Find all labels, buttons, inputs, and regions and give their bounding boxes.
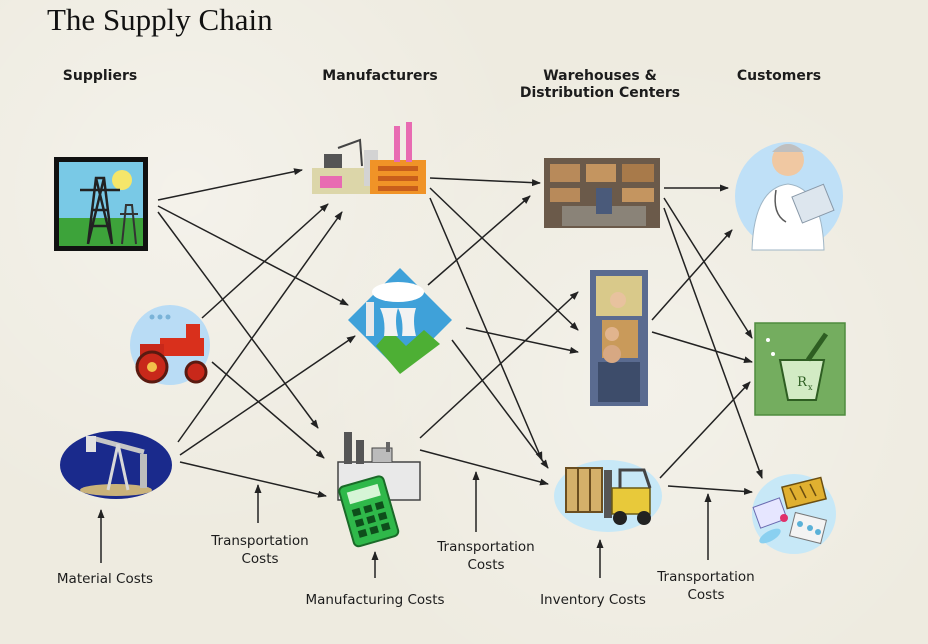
flow-arrow [157, 211, 319, 429]
medicine-icon [752, 474, 836, 554]
power-tower-icon [54, 157, 148, 251]
material-costs-label: Material Costs [56, 571, 154, 587]
warehouse-icon [544, 158, 660, 228]
flow-arrow [179, 461, 327, 498]
customers-header: Customers [736, 68, 822, 84]
transportation-costs-label-2-line1: Transportation [437, 539, 535, 555]
oil-pump-icon [60, 431, 172, 499]
flow-arrow [419, 449, 549, 486]
transportation-costs-label-1: Transportation Costs [200, 532, 320, 568]
transportation-costs-label-1-line1: Transportation [211, 533, 309, 549]
flow-arrow [419, 291, 579, 439]
manufacturing-costs-label: Manufacturing Costs [305, 592, 445, 608]
transportation-costs-label-3-line2: Costs [687, 587, 725, 603]
flow-arrow [667, 485, 753, 495]
page-title: The Supply Chain [47, 2, 273, 37]
flow-arrow [157, 168, 303, 201]
flow-arrow [465, 327, 579, 354]
flow-arrow [429, 177, 541, 187]
svg-text:R: R [797, 375, 808, 390]
doctor-icon [735, 142, 843, 251]
flow-arrow [651, 331, 753, 364]
transportation-costs-label-3: Transportation Costs [646, 568, 766, 604]
svg-text:x: x [808, 383, 813, 392]
warehouses-header-line2: Distribution Centers [519, 85, 681, 101]
flow-arrow [663, 207, 763, 479]
flow-arrow [451, 339, 549, 469]
workers-icon [590, 270, 648, 406]
manufacturers-header: Manufacturers [322, 68, 438, 84]
forklift-icon [554, 460, 662, 532]
flow-arrow [429, 187, 579, 331]
flow-arrow [663, 197, 753, 339]
suppliers-header: Suppliers [62, 68, 138, 84]
flow-arrow [429, 197, 543, 461]
factory-icon [312, 122, 426, 194]
factory-calculator-icon [337, 432, 421, 548]
flow-arrow [659, 381, 751, 479]
transportation-costs-label-3-line1: Transportation [657, 569, 755, 585]
inventory-costs-label: Inventory Costs [540, 592, 646, 608]
flow-arrow [177, 211, 343, 443]
flow-arrow [157, 205, 349, 306]
flow-arrow [651, 229, 733, 321]
transportation-costs-label-2-line2: Costs [467, 557, 505, 573]
flow-arrows [97, 168, 763, 578]
flow-arrow [211, 361, 325, 459]
flow-arrow [201, 203, 329, 319]
power-plant-icon [348, 268, 452, 374]
warehouses-header-line1: Warehouses & [543, 68, 657, 84]
flow-arrow [179, 335, 356, 456]
tractor-icon [130, 305, 210, 385]
transportation-costs-label-2: Transportation Costs [426, 538, 546, 574]
transportation-costs-label-1-line2: Costs [241, 551, 279, 567]
pharmacy-icon: R x [754, 322, 846, 416]
warehouses-header: Warehouses & Distribution Centers [505, 68, 695, 102]
flow-arrow [427, 195, 531, 286]
